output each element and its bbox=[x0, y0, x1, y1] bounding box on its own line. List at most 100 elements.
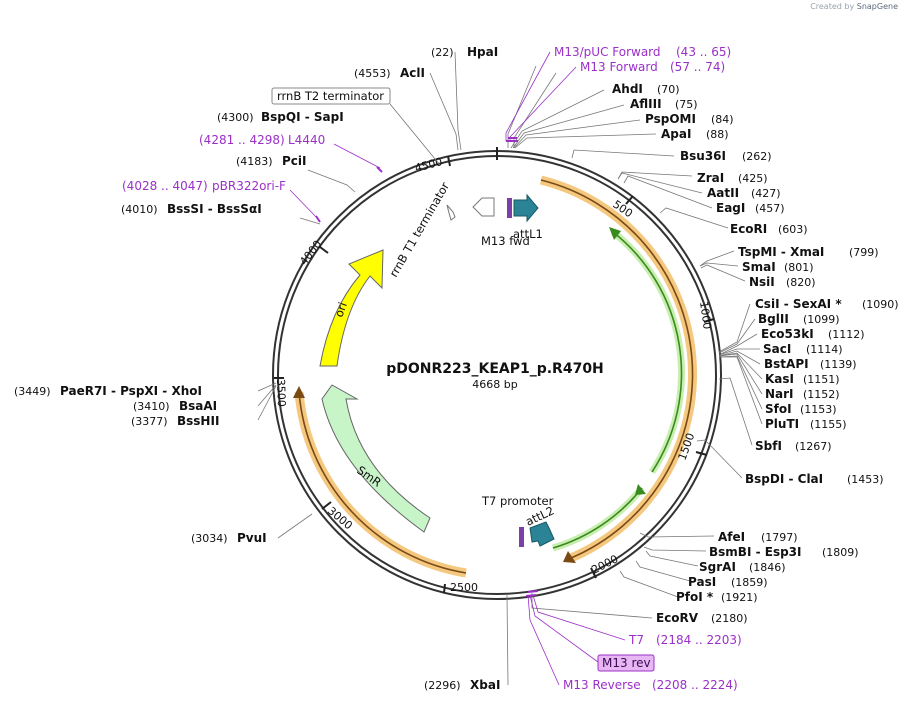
enzyme-eco53ki-name: Eco53kI bbox=[761, 327, 814, 341]
feature-label-rrnb-t1: rrnB T1 terminator bbox=[386, 180, 452, 280]
enzyme-xhoi-pos: (3449) bbox=[14, 385, 51, 398]
tick-label-1000: 1000 bbox=[697, 301, 714, 331]
m13-rev-box bbox=[597, 654, 655, 672]
enzyme-esp3i-pos: (1809) bbox=[822, 546, 859, 559]
snapgene-credit: Created by SnapGene bbox=[810, 2, 898, 11]
primer-pbr322-range: (4028 .. 4047) bbox=[122, 179, 208, 193]
enzyme-saci-pos: (1114) bbox=[806, 343, 843, 356]
enzyme-pvui-pos: (3034) bbox=[191, 532, 228, 545]
enzyme-pfoi-pos: (1921) bbox=[721, 591, 758, 604]
enzyme-sexai-name: CsiI - SexAI * bbox=[755, 297, 842, 311]
enzyme-bsaai-name: BsaAI bbox=[179, 399, 217, 413]
enzyme-nari-name: NarI bbox=[765, 387, 794, 401]
enzyme-bsssi-pos: (4010) bbox=[121, 203, 158, 216]
primer-l4440-range: (4281 .. 4298) bbox=[199, 133, 285, 147]
enzyme-bsssi-name: BssSI - BssSαI bbox=[167, 202, 262, 216]
enzyme-bspqi-name: BspQI - SapI bbox=[261, 110, 344, 124]
green-arrowhead-upper bbox=[609, 227, 621, 240]
enzyme-ahdi-pos: (70) bbox=[657, 83, 680, 96]
enzyme-eco53ki-pos: (1112) bbox=[828, 328, 865, 341]
primer-m13-rev-name: M13 rev bbox=[602, 656, 651, 670]
feature-label-attl1: attL1 bbox=[513, 227, 543, 241]
feature-label-t7: T7 promoter bbox=[481, 494, 554, 508]
rrnb-t1-feature bbox=[472, 197, 495, 217]
enzyme-ecori-name: EcoRI bbox=[730, 222, 767, 236]
tick-label-4000: 4000 bbox=[297, 238, 324, 268]
enzyme-pcii-name: PciI bbox=[282, 154, 307, 168]
enzyme-smai-name: SmaI bbox=[742, 260, 776, 274]
enzyme-pfoi-name: PfoI * bbox=[676, 590, 714, 604]
enzyme-pspomi-name: PspOMI bbox=[645, 112, 696, 126]
enzyme-ecorv-pos: (2180) bbox=[711, 612, 748, 625]
enzyme-sbfi-name: SbfI bbox=[755, 439, 782, 453]
enzyme-eagi-name: EagI bbox=[716, 201, 745, 215]
enzyme-xmai-name: TspMI - XmaI bbox=[738, 245, 824, 259]
enzyme-bsu36i-name: Bsu36I bbox=[680, 149, 726, 163]
enzyme-pcii-pos: (4183) bbox=[236, 155, 273, 168]
enzyme-pvui-name: PvuI bbox=[237, 531, 267, 545]
enzyme-sexai-pos: (1090) bbox=[862, 298, 899, 311]
enzyme-acli-pos: (4553) bbox=[354, 67, 391, 80]
feature-label-ori: ori bbox=[332, 300, 350, 319]
enzyme-sfoi-name: SfoI bbox=[765, 402, 792, 416]
primer-m13-fwd-range: (57 .. 74) bbox=[670, 60, 725, 74]
primer-m13-reverse-range: (2208 .. 2224) bbox=[652, 678, 738, 692]
green-arc-upper bbox=[612, 231, 683, 473]
enzyme-afliii-name: AflIII bbox=[630, 97, 662, 111]
primer-t7-range: (2184 .. 2203) bbox=[656, 633, 742, 647]
primer-marks bbox=[315, 137, 539, 597]
orf-arc-right bbox=[540, 179, 694, 559]
enzyme-ahdi-name: AhdI bbox=[612, 82, 643, 96]
enzyme-bsshii-pos: (3377) bbox=[131, 415, 168, 428]
enzyme-afei-name: AfeI bbox=[718, 530, 745, 544]
enzyme-sgrai-pos: (1846) bbox=[749, 561, 786, 574]
enzyme-xhoi-name: PaeR7I - PspXI - XhoI bbox=[60, 384, 202, 398]
tick-label-4500: 4500 bbox=[413, 155, 443, 175]
enzyme-nsii-name: NsiI bbox=[749, 275, 775, 289]
enzyme-eagi-pos: (457) bbox=[755, 202, 785, 215]
rrnb-t2-feature bbox=[446, 204, 456, 221]
enzyme-smai-pos: (801) bbox=[784, 261, 814, 274]
plasmid-length: 4668 bp bbox=[472, 378, 517, 391]
enzyme-esp3i-name: BsmBI - Esp3I bbox=[709, 545, 801, 559]
t7-promoter-feature bbox=[529, 521, 555, 547]
enzyme-zrai-name: ZraI bbox=[697, 171, 724, 185]
enzyme-sgrai-name: SgrAI bbox=[699, 560, 736, 574]
enzyme-bsu36i-pos: (262) bbox=[742, 150, 772, 163]
primer-m13-fwd-name: M13 Forward bbox=[580, 60, 658, 74]
primer-m13-puc-range: (43 .. 65) bbox=[676, 45, 731, 59]
attl2-feature bbox=[519, 527, 524, 547]
orf-right-arrowhead bbox=[563, 551, 576, 563]
enzyme-pasi-name: PasI bbox=[688, 575, 716, 589]
enzyme-apai-name: ApaI bbox=[661, 127, 691, 141]
enzyme-ecori-pos: (603) bbox=[778, 223, 808, 236]
enzyme-aatii-pos: (427) bbox=[751, 187, 781, 200]
primer-pbr322-name: pBR322ori-F bbox=[212, 179, 286, 193]
green-arrowhead-lower bbox=[635, 484, 646, 495]
enzyme-sfoi-pos: (1153) bbox=[800, 403, 837, 416]
enzyme-clai-pos: (1453) bbox=[847, 473, 884, 486]
enzyme-xbai-pos: (2296) bbox=[424, 679, 461, 692]
leader-lines bbox=[257, 51, 763, 686]
enzyme-nari-pos: (1152) bbox=[803, 388, 840, 401]
primer-t7-name: T7 bbox=[628, 633, 644, 647]
tick-label-2000: 2000 bbox=[589, 552, 620, 576]
plasmid-name: pDONR223_KEAP1_p.R470H bbox=[386, 361, 604, 377]
enzyme-saci-name: SacI bbox=[763, 342, 791, 356]
enzyme-pasi-pos: (1859) bbox=[731, 576, 768, 589]
enzyme-xmai-pos: (799) bbox=[849, 246, 879, 259]
enzyme-sbfi-pos: (1267) bbox=[795, 440, 832, 453]
enzyme-nsii-pos: (820) bbox=[786, 276, 816, 289]
attl1-feature bbox=[507, 198, 512, 218]
smr-feature bbox=[321, 384, 431, 533]
enzyme-xbai-name: XbaI bbox=[470, 678, 500, 692]
rrnb-t2-terminator-label: rrnB T2 terminator bbox=[277, 89, 384, 103]
enzyme-bglii-name: BglII bbox=[758, 312, 789, 326]
enzyme-afei-pos: (1797) bbox=[761, 531, 798, 544]
enzyme-apai-pos: (88) bbox=[706, 128, 729, 141]
enzyme-bglii-pos: (1099) bbox=[803, 313, 840, 326]
enzyme-acli-name: AclI bbox=[400, 66, 425, 80]
m13-fwd-feature bbox=[513, 193, 539, 223]
enzyme-bsaai-pos: (3410) bbox=[133, 400, 170, 413]
